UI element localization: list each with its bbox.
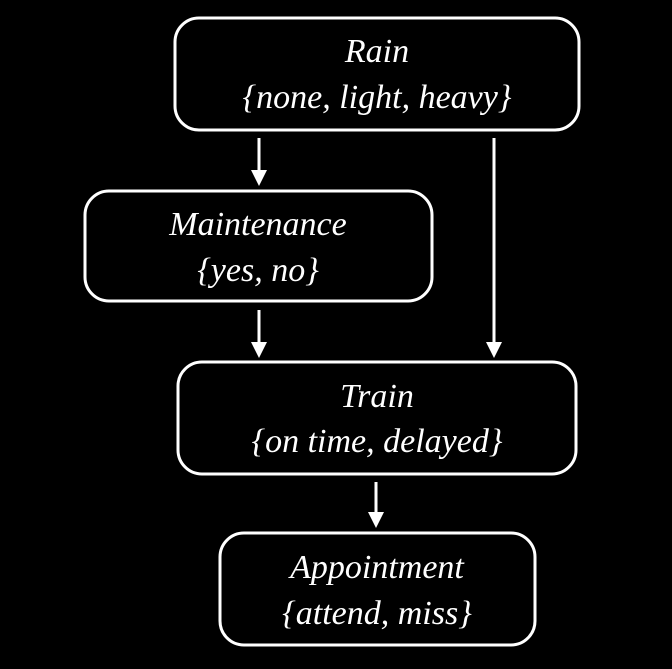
- node-rain: Rain {none, light, heavy}: [173, 16, 581, 132]
- node-appointment: Appointment {attend, miss}: [218, 531, 537, 647]
- node-rain-name: Rain: [344, 33, 409, 70]
- node-train: Train {on time, delayed}: [176, 360, 578, 476]
- node-maintenance-values: {yes, no}: [197, 252, 319, 289]
- edge-rain-to-maintenance: [251, 138, 267, 186]
- node-train-values: {on time, delayed}: [252, 423, 503, 460]
- node-maintenance-name: Maintenance: [168, 206, 347, 243]
- node-appointment-values: {attend, miss}: [282, 595, 472, 632]
- edges: [251, 138, 502, 528]
- node-maintenance: Maintenance {yes, no}: [83, 189, 434, 303]
- edge-maintenance-to-train: [251, 310, 267, 358]
- edge-train-to-appointment: [368, 482, 384, 528]
- edge-rain-to-train: [486, 138, 502, 358]
- node-appointment-name: Appointment: [288, 549, 465, 586]
- node-rain-values: {none, light, heavy}: [243, 79, 512, 116]
- node-train-name: Train: [340, 378, 414, 415]
